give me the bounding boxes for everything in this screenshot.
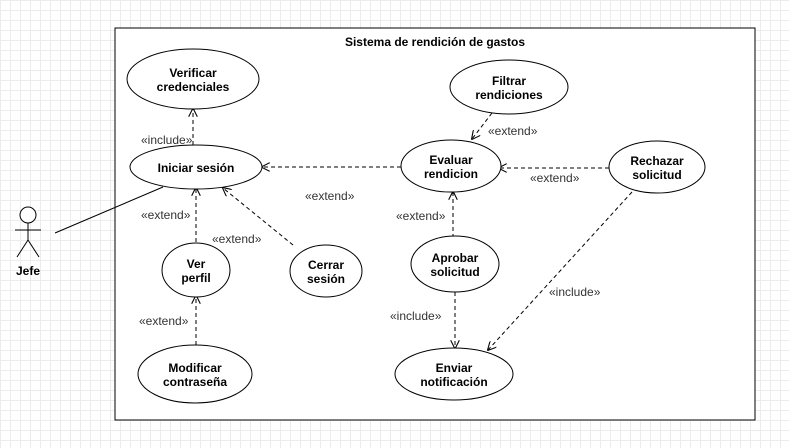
actor-jefe: Jefe bbox=[15, 206, 41, 278]
stereo-extend-cerrar: «extend» bbox=[212, 232, 262, 246]
stereo-extend-modificar: «extend» bbox=[139, 314, 189, 328]
svg-text:Ver: Ver bbox=[187, 257, 206, 271]
use-case-cerrar-sesion: Cerrar sesión bbox=[289, 244, 363, 298]
extend-cerrar-iniciar bbox=[223, 188, 294, 246]
svg-text:contraseña: contraseña bbox=[163, 375, 227, 389]
svg-text:sesión: sesión bbox=[307, 272, 345, 286]
stereo-extend-filtrar: «extend» bbox=[488, 124, 538, 138]
extend-filtrar-evaluar bbox=[472, 112, 493, 139]
stereo-include-verificar: «include» bbox=[141, 133, 193, 147]
svg-text:Modificar: Modificar bbox=[168, 361, 222, 375]
actor-label: Jefe bbox=[16, 264, 40, 278]
stereo-extend-ver-perfil: «extend» bbox=[141, 208, 191, 222]
svg-text:credenciales: credenciales bbox=[157, 80, 230, 94]
use-case-ver-perfil: Ver perfil bbox=[161, 242, 231, 298]
svg-text:Cerrar: Cerrar bbox=[308, 258, 344, 272]
svg-text:Aprobar: Aprobar bbox=[432, 251, 479, 265]
svg-text:rendicion: rendicion bbox=[424, 167, 478, 181]
stereo-include-aprobar: «include» bbox=[390, 309, 442, 323]
svg-text:solicitud: solicitud bbox=[632, 168, 681, 182]
stereo-extend-aprobar: «extend» bbox=[396, 209, 446, 223]
use-case-filtrar-rendiciones: Filtrar rendiciones bbox=[449, 59, 569, 115]
svg-text:Filtrar: Filtrar bbox=[492, 74, 526, 88]
svg-text:perfil: perfil bbox=[181, 271, 210, 285]
stereo-extend-rechazar: «extend» bbox=[530, 171, 580, 185]
svg-text:Verificar: Verificar bbox=[169, 66, 217, 80]
svg-text:Enviar: Enviar bbox=[436, 361, 473, 375]
use-case-enviar-notificacion: Enviar notificación bbox=[394, 347, 514, 401]
use-case-modificar-contrasena: Modificar contraseña bbox=[137, 344, 253, 404]
stereo-extend-evaluar: «extend» bbox=[305, 189, 355, 203]
svg-text:rendiciones: rendiciones bbox=[475, 88, 543, 102]
svg-text:Iniciar sesión: Iniciar sesión bbox=[158, 161, 235, 175]
association-line bbox=[54, 186, 164, 234]
use-case-iniciar-sesion: Iniciar sesión bbox=[129, 144, 263, 190]
use-case-verificar-credenciales: Verificar credenciales bbox=[126, 48, 260, 110]
include-rechazar-enviar bbox=[488, 191, 633, 350]
stereo-include-rechazar: «include» bbox=[549, 285, 601, 299]
use-case-rechazar-solicitud: Rechazar solicitud bbox=[608, 140, 706, 194]
relationships bbox=[193, 109, 633, 350]
use-case-aprobar-solicitud: Aprobar solicitud bbox=[410, 235, 500, 293]
use-case-evaluar-rendicion: Evaluar rendicion bbox=[400, 139, 502, 193]
system-title: Sistema de rendición de gastos bbox=[345, 35, 525, 49]
svg-text:solicitud: solicitud bbox=[430, 265, 479, 279]
svg-text:Evaluar: Evaluar bbox=[429, 153, 473, 167]
svg-text:Rechazar: Rechazar bbox=[630, 154, 684, 168]
svg-text:notificación: notificación bbox=[420, 375, 487, 389]
